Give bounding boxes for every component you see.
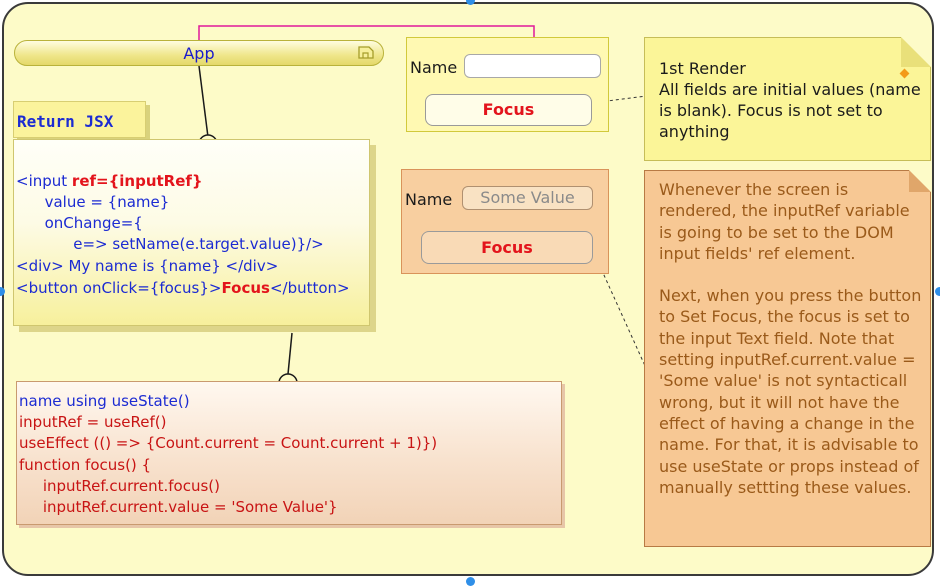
focus-button[interactable]: Focus — [421, 231, 593, 264]
state-line: inputRef.current.focus() — [19, 477, 220, 495]
note-fold-corner — [901, 37, 931, 67]
first-render-note-text: 1st Render All fields are initial values… — [659, 59, 921, 141]
jsx-line: <button onClick={focus}>Focus</button> — [16, 279, 350, 297]
component-icon — [358, 46, 374, 59]
state-line: name using useState() — [19, 392, 190, 410]
state-line: useEffect (() => {Count.current = Count.… — [19, 434, 438, 452]
jsx-line: <input ref={inputRef} — [16, 172, 203, 190]
name-input[interactable]: Some Value — [462, 186, 593, 210]
note-fold-corner — [909, 170, 931, 192]
explanation-note: Whenever the screen is rendered, the inp… — [644, 170, 931, 547]
state-line: inputRef.current.value = 'Some Value'} — [19, 498, 338, 516]
initial-render-frame: Name Focus — [406, 37, 609, 132]
state-code-box: name using useState() inputRef = useRef(… — [16, 381, 562, 525]
after-focus-frame: Name Some Value Focus — [401, 169, 609, 274]
state-line: inputRef = useRef() — [19, 413, 167, 431]
explanation-paragraph: Next, when you press the button to Set F… — [659, 286, 922, 497]
jsx-code-box: <input ref={inputRef} value = {name} onC… — [13, 139, 370, 326]
jsx-line: <div> My name is {name} </div> — [16, 257, 279, 275]
state-line: function focus() { — [19, 456, 152, 474]
focus-button[interactable]: Focus — [425, 94, 592, 126]
selection-handle-top[interactable] — [466, 0, 475, 5]
app-component[interactable]: App — [14, 40, 384, 66]
jsx-header-tab: Return JSX — [13, 101, 146, 138]
selection-handle-left[interactable] — [0, 287, 5, 296]
jsx-line: value = {name} — [16, 193, 170, 211]
explanation-note-text: Whenever the screen is rendered, the inp… — [659, 179, 927, 498]
explanation-paragraph: Whenever the screen is rendered, the inp… — [659, 180, 910, 263]
name-label: Name — [405, 190, 453, 209]
jsx-line: onChange={ — [16, 214, 143, 232]
name-label: Name — [410, 58, 458, 77]
first-render-note: 1st Render All fields are initial values… — [644, 37, 931, 161]
jsx-header: Return JSX — [17, 112, 114, 131]
selection-handle-right[interactable] — [935, 287, 940, 296]
name-input[interactable] — [464, 54, 601, 78]
jsx-line: e=> setName(e.target.value)}/> — [16, 235, 324, 253]
app-title: App — [183, 44, 215, 63]
